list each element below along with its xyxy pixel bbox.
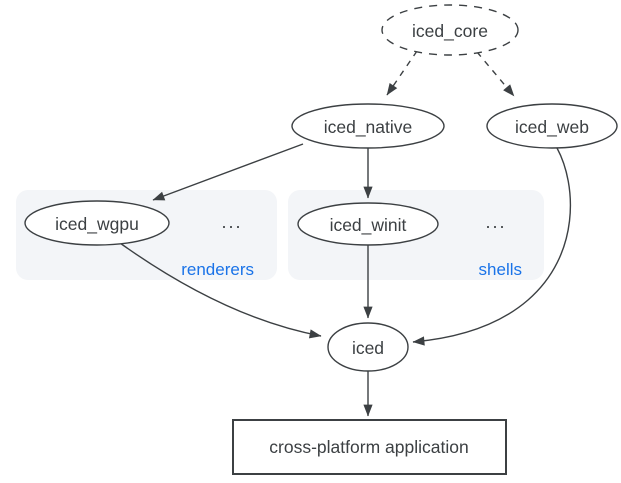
application-box [232,419,507,475]
node-iced-winit: iced_winit [297,202,439,246]
node-iced-wgpu: iced_wgpu [24,200,170,246]
edge-iced-core-to-iced-native [386,50,418,96]
iced-web-label: iced_web [515,117,589,138]
iced-wgpu-ellipse [24,200,170,246]
renderers-ellipsis: ... [221,212,242,232]
iced-web-ellipse [486,103,618,149]
node-iced: iced [327,322,409,372]
iced-wgpu-label: iced_wgpu [55,214,139,235]
iced-winit-ellipse [297,202,439,246]
edge-iced-wgpu-to-iced [119,242,322,339]
node-application: cross-platform application [232,419,507,475]
iced-core-ellipse [381,4,519,56]
node-iced-native: iced_native [291,103,445,149]
iced-winit-label: iced_winit [330,215,407,236]
iced-core-label: iced_core [412,21,488,42]
edge-iced-web-to-iced [412,147,572,346]
iced-native-ellipse [291,103,445,149]
iced-native-label: iced_native [324,117,413,138]
iced-label: iced [352,338,384,358]
edge-iced-native-to-iced-wgpu [152,143,304,201]
shells-group-label: shells [479,260,522,279]
shells-ellipsis: ... [485,212,506,232]
node-iced-web: iced_web [486,103,618,149]
renderers-group-label: renderers [181,260,254,279]
edge-iced-core-to-iced-web [476,51,515,97]
node-iced-core: iced_core [381,4,519,56]
iced-ellipse [327,322,409,372]
application-label: cross-platform application [269,437,468,457]
